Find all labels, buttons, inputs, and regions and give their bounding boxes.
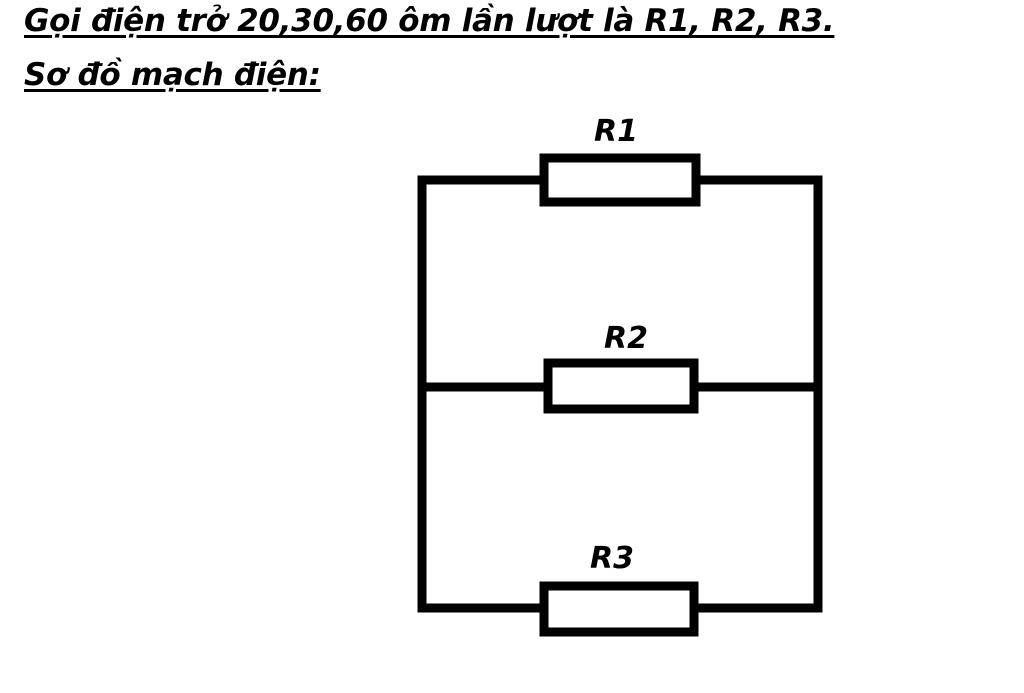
resistor-r1: [539, 153, 701, 207]
resistor-r3: [539, 581, 699, 637]
diagram-caption: Sơ đồ mạch điện:: [24, 57, 321, 93]
resistor-r2: [543, 358, 699, 414]
problem-statement: Gọi điện trở 20,30,60 ôm lần lượt là R1,…: [24, 3, 835, 39]
resistor-r3-label: R3: [590, 541, 634, 576]
resistor-r2-label: R2: [604, 321, 648, 356]
resistor-r1-label: R1: [594, 114, 638, 149]
